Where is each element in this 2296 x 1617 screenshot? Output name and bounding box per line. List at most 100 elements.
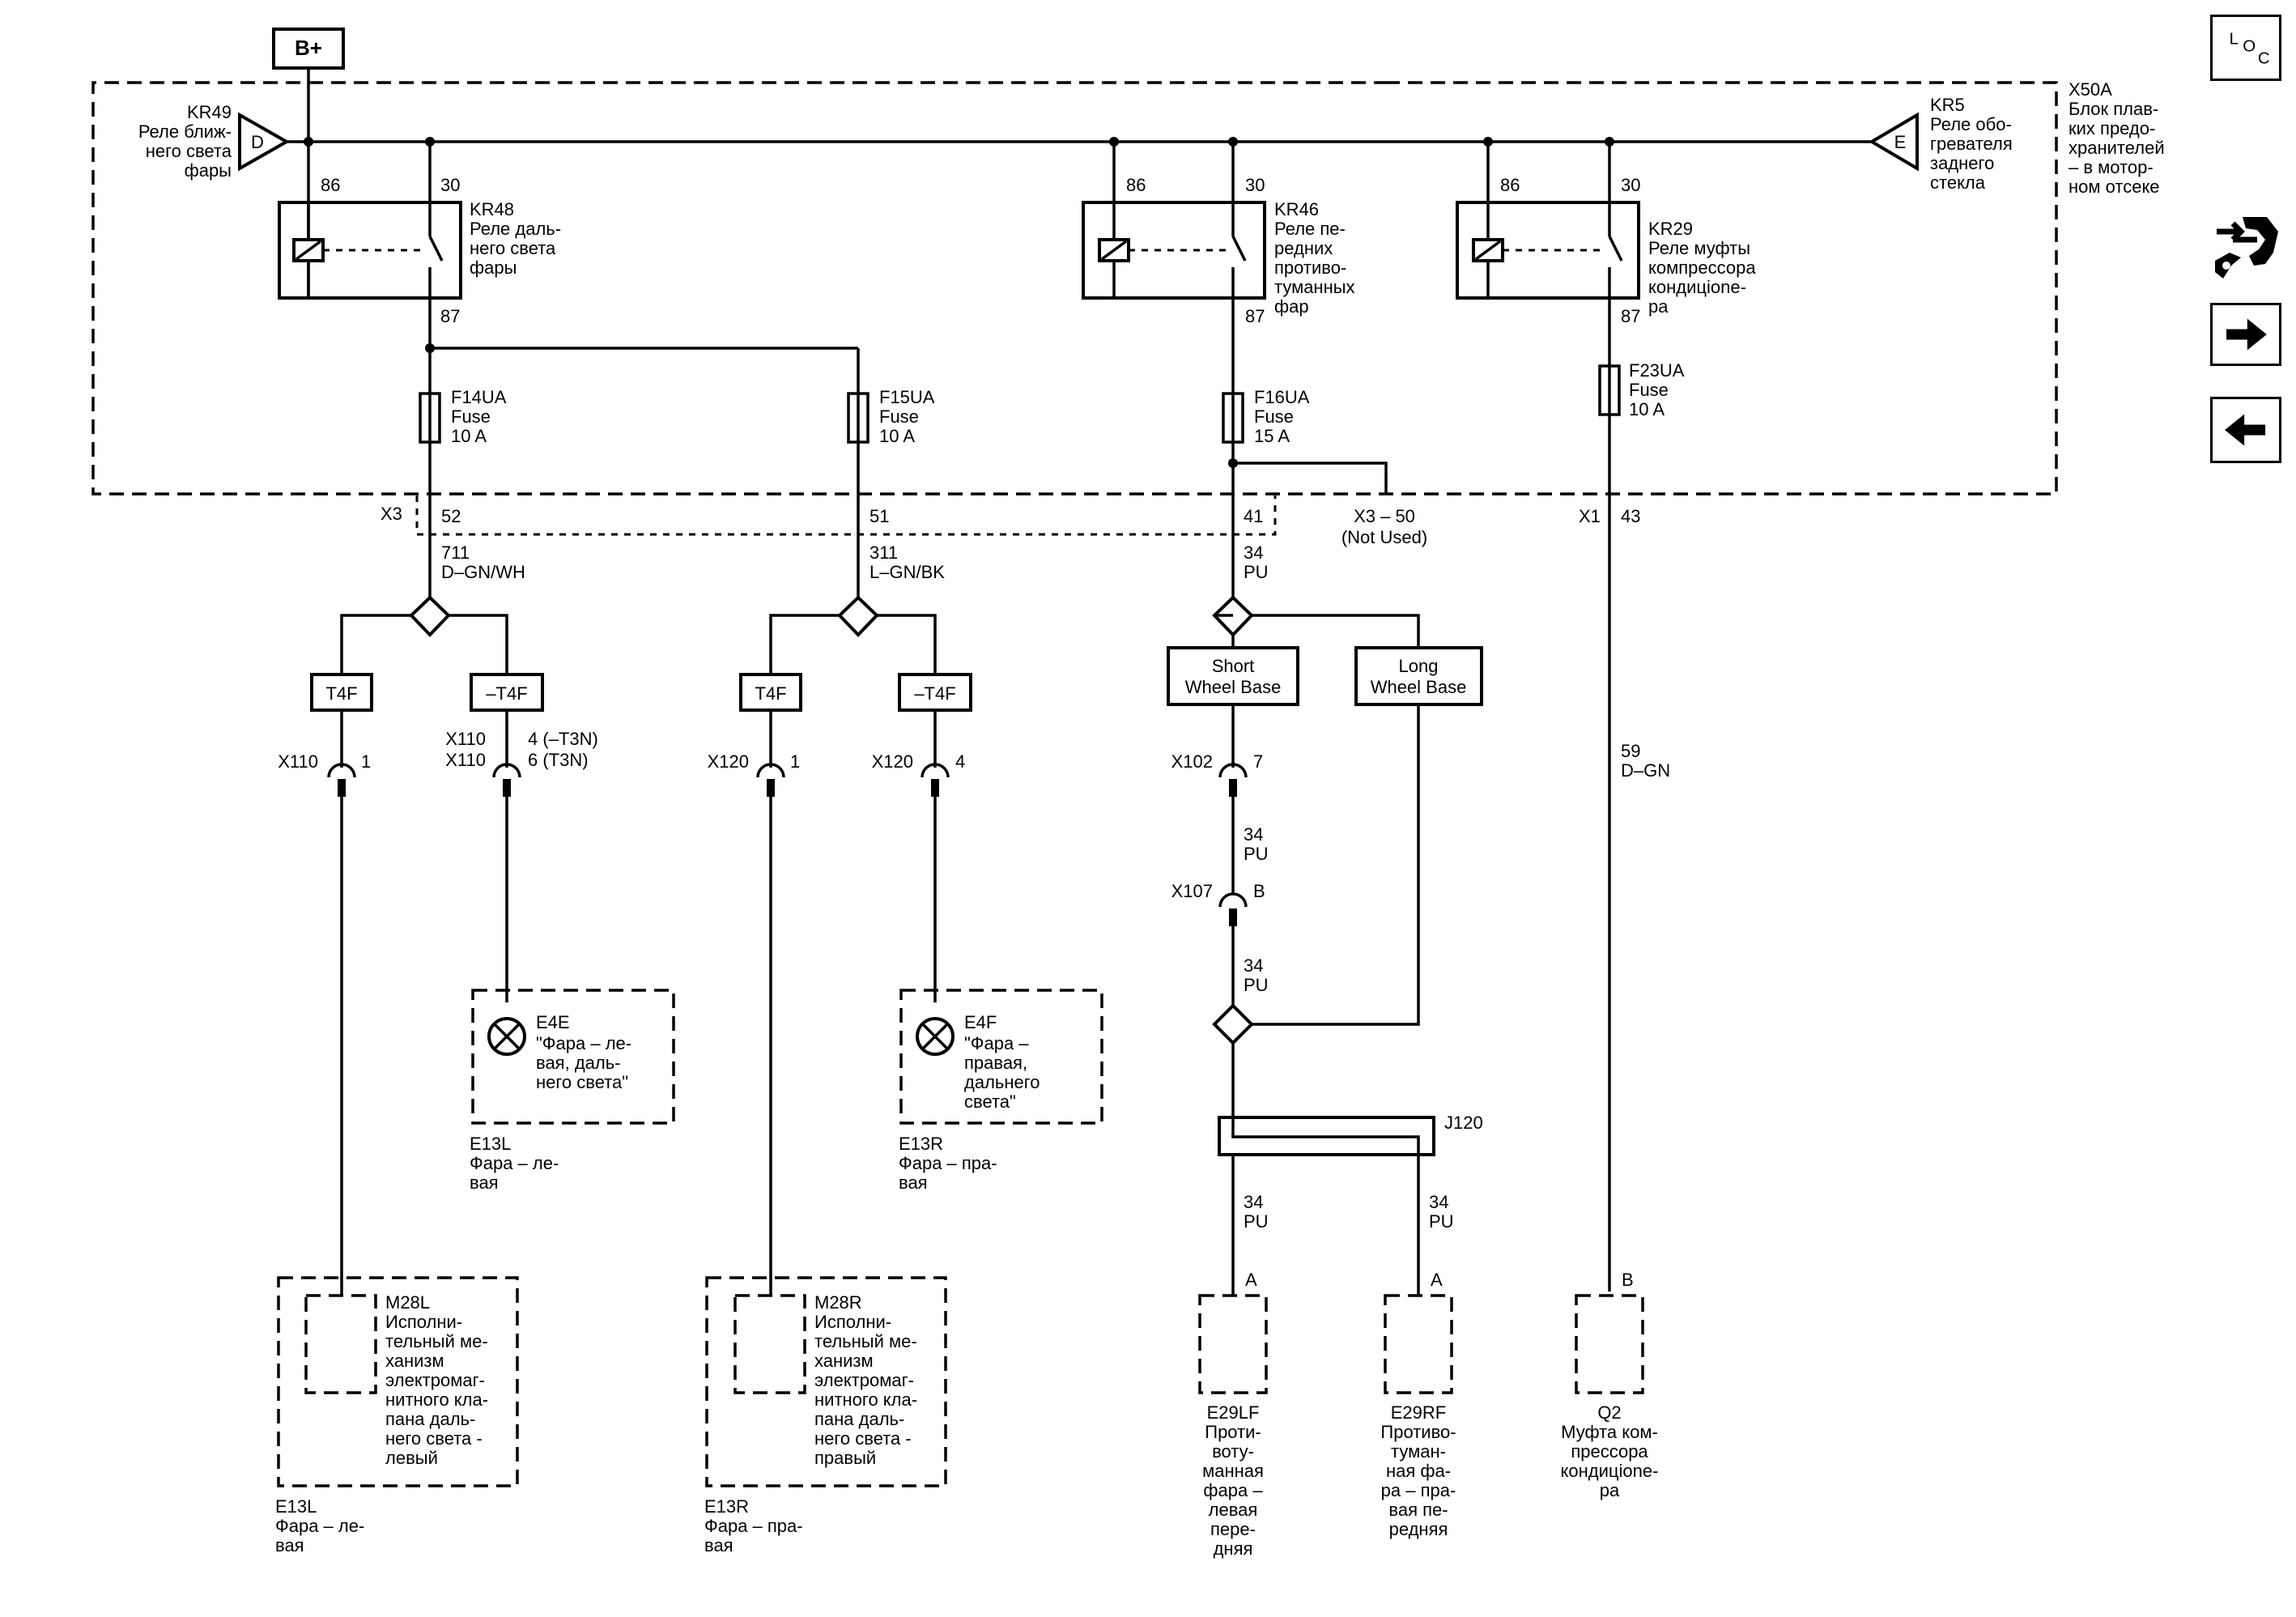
svg-text:Проти-: Проти-	[1205, 1422, 1261, 1442]
svg-text:пана даль-: пана даль-	[385, 1409, 475, 1429]
svg-text:ра: ра	[1648, 296, 1669, 317]
lamp-e4f: E4F "Фара – правая, дальнего света" E13R…	[899, 989, 1103, 1193]
svg-text:него света -: него света -	[814, 1428, 912, 1449]
svg-text:E4E: E4E	[536, 1012, 570, 1032]
svg-text:Wheel Base: Wheel Base	[1185, 677, 1282, 697]
option-join-diamond	[1212, 1003, 1254, 1045]
svg-text:нитного кла-: нитного кла-	[385, 1389, 488, 1410]
svg-text:противо-: противо-	[1274, 257, 1346, 278]
svg-text:ханизм: ханизм	[385, 1351, 444, 1371]
svg-text:4 (–T3N): 4 (–T3N)	[528, 729, 598, 749]
inline-connector-x110: X110 1	[278, 751, 371, 797]
svg-text:KR48: KR48	[470, 199, 514, 219]
svg-text:Реле даль-: Реле даль-	[470, 219, 561, 239]
svg-text:34: 34	[1244, 955, 1263, 976]
svg-text:30: 30	[1621, 175, 1640, 195]
option-long-wheel-base: Long Wheel Base	[1354, 646, 1483, 706]
svg-text:заднего: заднего	[1930, 153, 1994, 173]
svg-text:X102: X102	[1171, 751, 1213, 772]
relay-kr48: 86 30 87 KR48 Реле даль- него света фары	[278, 142, 561, 326]
svg-text:ная фа-: ная фа-	[1386, 1461, 1451, 1481]
svg-text:30: 30	[440, 175, 460, 195]
svg-text:фар: фар	[1274, 296, 1309, 317]
svg-text:PU: PU	[1244, 1211, 1269, 1232]
svg-text:311: 311	[870, 543, 898, 563]
svg-text:Исполни-: Исполни-	[385, 1312, 462, 1332]
svg-text:дняя: дняя	[1214, 1538, 1253, 1559]
next-page-button[interactable]	[2210, 303, 2281, 366]
svg-text:M28L: M28L	[385, 1292, 430, 1313]
svg-text:электромаг-: электромаг-	[385, 1370, 485, 1390]
actuator-m28r: M28R Исполни- тельный ме- ханизм электро…	[704, 1276, 947, 1555]
fuse-f16ua: F16UA Fuse 15 A	[1222, 387, 1310, 446]
svg-text:E29RF: E29RF	[1391, 1402, 1446, 1423]
battery-supply: B+	[272, 28, 345, 70]
option-not-t4f-2: –T4F	[898, 673, 972, 712]
svg-text:вая: вая	[275, 1535, 304, 1555]
svg-text:A: A	[1245, 1270, 1257, 1290]
fuse-f23ua: F23UA Fuse 10 A	[1598, 360, 1685, 419]
service-wrench-icon	[2215, 217, 2278, 279]
svg-text:10 A: 10 A	[451, 426, 487, 446]
svg-text:Реле муфты: Реле муфты	[1648, 238, 1750, 258]
svg-text:F16UA: F16UA	[1254, 387, 1310, 407]
svg-text:вая, даль-: вая, даль-	[536, 1053, 621, 1073]
svg-text:стекла: стекла	[1930, 172, 1986, 193]
svg-text:X1: X1	[1579, 506, 1601, 526]
svg-text:D–GN: D–GN	[1621, 760, 1670, 781]
svg-text:6 (T3N): 6 (T3N)	[528, 750, 589, 770]
svg-text:редних: редних	[1274, 238, 1333, 258]
kr49-connector-d: D KR49 Реле ближ- него света фары	[138, 102, 291, 181]
previous-page-button[interactable]	[2210, 397, 2281, 463]
svg-text:хранителей: хранителей	[2069, 138, 2165, 158]
svg-text:X120: X120	[872, 751, 913, 772]
svg-text:4: 4	[955, 751, 965, 772]
svg-text:T4F: T4F	[755, 683, 786, 704]
svg-text:вая пе-: вая пе-	[1388, 1500, 1448, 1520]
svg-text:E: E	[1894, 132, 1907, 152]
svg-text:туман-: туман-	[1391, 1441, 1446, 1462]
svg-text:Фара – пра-: Фара – пра-	[899, 1153, 997, 1173]
svg-text:86: 86	[1500, 175, 1520, 195]
svg-text:L: L	[2230, 30, 2239, 48]
service-wrench-button[interactable]	[2209, 207, 2283, 282]
svg-text:M28R: M28R	[814, 1292, 862, 1313]
svg-text:87: 87	[1245, 306, 1265, 326]
svg-text:B: B	[1253, 881, 1265, 901]
svg-text:света": света"	[964, 1091, 1016, 1112]
svg-text:PU: PU	[1244, 975, 1269, 995]
svg-text:KR46: KR46	[1274, 199, 1319, 219]
svg-text:D: D	[251, 132, 264, 152]
svg-text:Реле обо-: Реле обо-	[1930, 114, 2012, 134]
svg-text:C: C	[2258, 49, 2270, 67]
option-split-left	[340, 595, 508, 674]
inline-connector-x107: X107 B	[1171, 881, 1265, 926]
svg-text:E29LF: E29LF	[1207, 1402, 1260, 1423]
svg-text:51: 51	[870, 506, 889, 526]
svg-text:Wheel Base: Wheel Base	[1371, 677, 1467, 697]
svg-text:дальнего: дальнего	[964, 1072, 1040, 1092]
svg-text:34: 34	[1244, 543, 1263, 563]
option-split-right	[1212, 595, 1420, 648]
svg-text:86: 86	[321, 175, 340, 195]
svg-text:ханизм: ханизм	[814, 1351, 874, 1371]
svg-text:X110: X110	[278, 751, 318, 772]
fuse-f15ua: F15UA Fuse 10 A	[847, 387, 935, 446]
svg-text:фары: фары	[470, 257, 517, 278]
svg-text:ном отсеке: ном отсеке	[2069, 177, 2160, 197]
svg-text:Fuse: Fuse	[451, 406, 491, 427]
svg-text:воту-: воту-	[1212, 1441, 1254, 1462]
svg-text:Фара – ле-: Фара – ле-	[275, 1516, 364, 1536]
svg-text:компрессора: компрессора	[1648, 257, 1756, 278]
svg-text:59: 59	[1621, 741, 1640, 761]
svg-text:Фара – пра-: Фара – пра-	[704, 1516, 803, 1536]
fuse-block-outline	[91, 81, 2058, 496]
svg-text:KR49: KR49	[187, 102, 232, 122]
svg-text:PU: PU	[1244, 844, 1269, 864]
relay-kr46: 86 30 87 KR46 Реле пе- редних противо- т…	[1082, 142, 1355, 326]
component-locator-button[interactable]: L O C	[2210, 15, 2281, 81]
svg-text:O: O	[2243, 38, 2256, 56]
load-e29rf: A E29RF Противо- туман- ная фа- ра – пра…	[1380, 1270, 1456, 1539]
svg-text:Исполни-: Исполни-	[814, 1312, 891, 1332]
svg-text:ра – пра-: ра – пра-	[1381, 1480, 1456, 1500]
